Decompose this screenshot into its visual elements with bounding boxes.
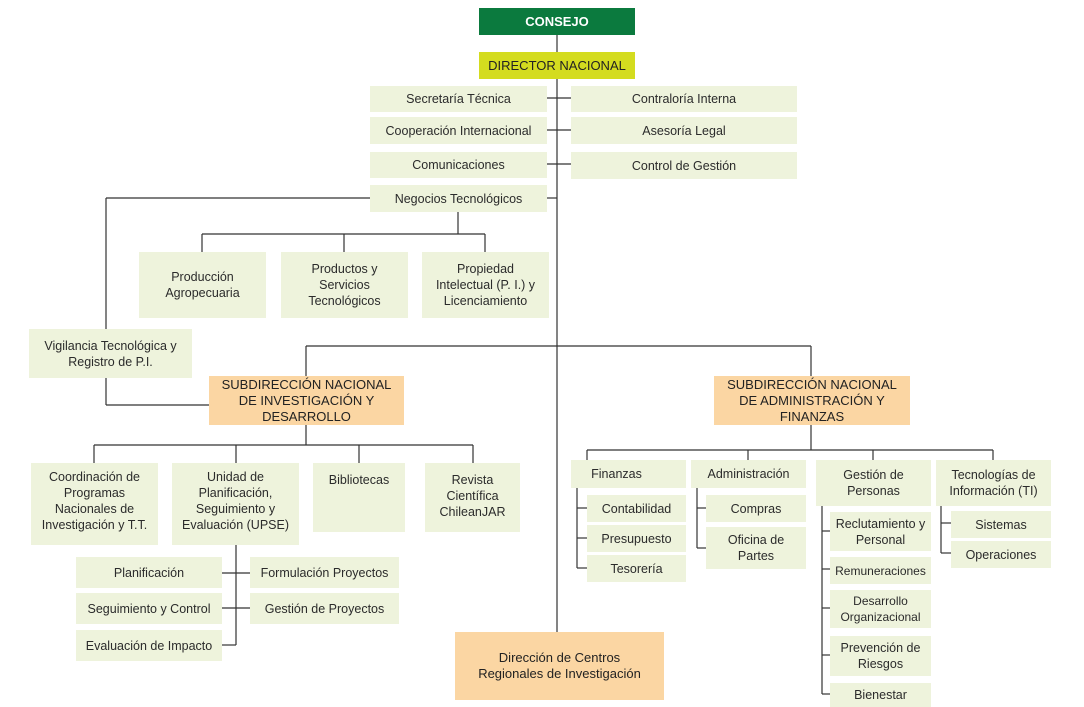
tesoreria-box: Tesorería xyxy=(587,555,686,582)
tecnologias-informacion-box: Tecnologías de Información (TI) xyxy=(936,460,1051,506)
consejo-box: CONSEJO xyxy=(479,8,635,35)
operaciones-box: Operaciones xyxy=(951,541,1051,568)
prevencion-riesgos-box: Prevención de Riesgos xyxy=(830,636,931,676)
upse-box: Unidad de Planificación, Seguimiento y E… xyxy=(172,463,299,545)
contraloria-interna-box: Contraloría Interna xyxy=(571,86,797,112)
oficina-partes-box: Oficina de Partes xyxy=(706,527,806,569)
reclutamiento-box: Reclutamiento y Personal xyxy=(830,512,931,551)
cooperacion-internacional-box: Cooperación Internacional xyxy=(370,117,547,144)
sistemas-box: Sistemas xyxy=(951,511,1051,538)
bibliotecas-box: Bibliotecas xyxy=(313,463,405,532)
director-nacional-box: DIRECTOR NACIONAL xyxy=(479,52,635,79)
revista-chileanjar-box: Revista Científica ChileanJAR xyxy=(425,463,520,532)
seguimiento-control-box: Seguimiento y Control xyxy=(76,593,222,624)
control-de-gestion-box: Control de Gestión xyxy=(571,152,797,179)
produccion-agropecuaria-box: Producción Agropecuaria xyxy=(139,252,266,318)
compras-box: Compras xyxy=(706,495,806,522)
subdireccion-af-box: SUBDIRECCIÓN NACIONAL DE ADMINISTRACIÓN … xyxy=(714,376,910,425)
administracion-box: Administración xyxy=(691,460,806,488)
finanzas-box: Finanzas xyxy=(571,460,686,488)
comunicaciones-box: Comunicaciones xyxy=(370,152,547,178)
propiedad-intelectual-box: Propiedad Intelectual (P. I.) y Licencia… xyxy=(422,252,549,318)
presupuesto-box: Presupuesto xyxy=(587,525,686,552)
centros-regionales-box: Dirección de Centros Regionales de Inves… xyxy=(455,632,664,700)
planificacion-box: Planificación xyxy=(76,557,222,588)
vigilancia-tecnologica-box: Vigilancia Tecnológica y Registro de P.I… xyxy=(29,329,192,378)
gestion-personas-box: Gestión de Personas xyxy=(816,460,931,506)
contabilidad-box: Contabilidad xyxy=(587,495,686,522)
formulacion-proyectos-box: Formulación Proyectos xyxy=(250,557,399,588)
coordinacion-programas-box: Coordinación de Programas Nacionales de … xyxy=(31,463,158,545)
productos-servicios-box: Productos y Servicios Tecnológicos xyxy=(281,252,408,318)
remuneraciones-box: Remuneraciones xyxy=(830,557,931,584)
bienestar-box: Bienestar xyxy=(830,683,931,707)
asesoria-legal-box: Asesoría Legal xyxy=(571,117,797,144)
desarrollo-organizacional-box: Desarrollo Organizacional xyxy=(830,590,931,628)
subdireccion-id-box: SUBDIRECCIÓN NACIONAL DE INVESTIGACIÓN Y… xyxy=(209,376,404,425)
gestion-proyectos-box: Gestión de Proyectos xyxy=(250,593,399,624)
secretaria-tecnica-box: Secretaría Técnica xyxy=(370,86,547,112)
evaluacion-impacto-box: Evaluación de Impacto xyxy=(76,630,222,661)
negocios-tecnologicos-box: Negocios Tecnológicos xyxy=(370,185,547,212)
